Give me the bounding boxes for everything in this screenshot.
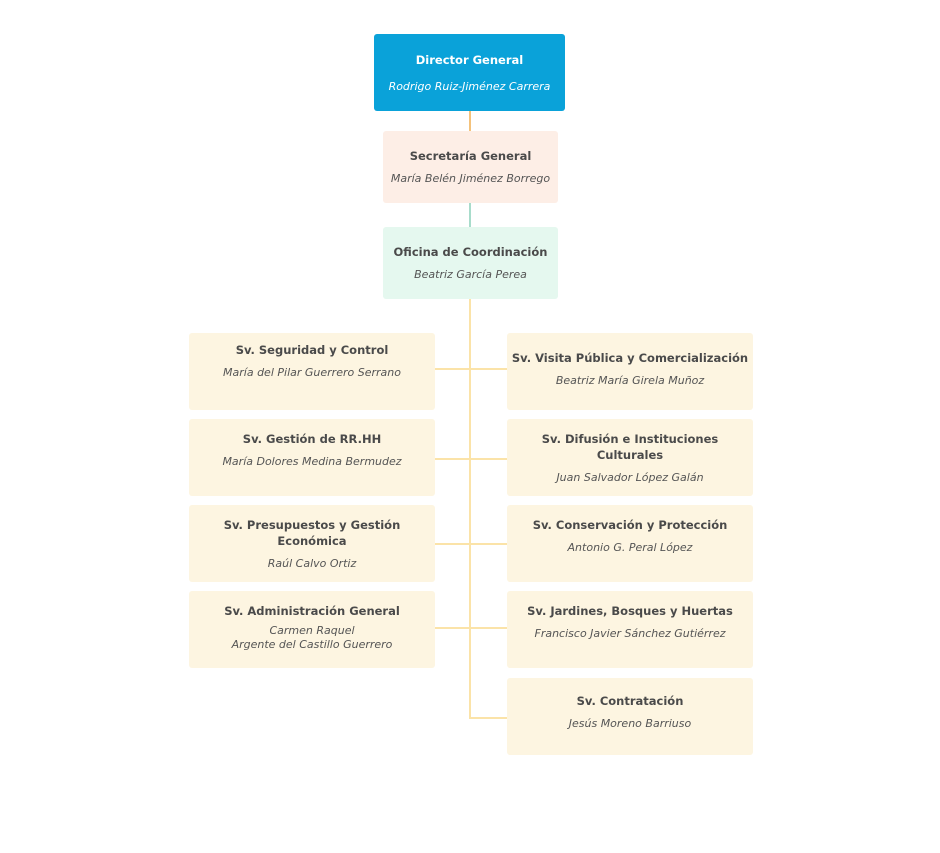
node-title: Director General <box>415 52 524 67</box>
node-title: Sv. Administración General <box>224 604 400 618</box>
node-title: Sv. Seguridad y Control <box>235 343 389 357</box>
service-node-jardines[interactable]: Sv. Jardines, Bosques y Huertas Francisc… <box>507 591 753 668</box>
node-person-line-1: Carmen Raquel <box>269 624 355 637</box>
node-person: Rodrigo Ruiz-Jiménez Carrera <box>388 79 551 93</box>
node-person: Raúl Calvo Ortiz <box>267 557 357 570</box>
node-title: Sv. Visita Pública y Comercialización <box>511 351 749 365</box>
service-node-rrhh[interactable]: Sv. Gestión de RR.HH María Dolores Medin… <box>189 419 435 496</box>
connector-branch-5 <box>470 717 508 719</box>
service-node-contratacion[interactable]: Sv. Contratación Jesús Moreno Barriuso <box>507 678 753 755</box>
node-person-line-2: Argente del Castillo Guerrero <box>231 638 393 651</box>
node-person: Beatriz García Perea <box>414 268 527 281</box>
secretaria-general-node[interactable]: Secretaría General María Belén Jiménez B… <box>383 131 558 203</box>
node-title: Sv. Presupuestos y Gestión Económica <box>223 518 401 548</box>
node-person: Francisco Javier Sánchez Gutiérrez <box>534 627 726 640</box>
service-node-seguridad[interactable]: Sv. Seguridad y Control María del Pilar … <box>189 333 435 410</box>
node-person: María del Pilar Guerrero Serrano <box>223 366 401 379</box>
connector-branch-4 <box>435 627 508 629</box>
node-title: Sv. Conservación y Protección <box>532 518 728 532</box>
service-node-conservacion[interactable]: Sv. Conservación y Protección Antonio G.… <box>507 505 753 582</box>
node-person: María Dolores Medina Bermudez <box>222 455 402 468</box>
node-person: Antonio G. Peral López <box>567 541 693 554</box>
node-person: Jesús Moreno Barriuso <box>568 717 692 730</box>
node-title: Sv. Contratación <box>576 694 684 708</box>
connector-branch-1 <box>435 368 508 370</box>
service-node-visita-publica[interactable]: Sv. Visita Pública y Comercialización Be… <box>507 333 753 410</box>
connector-main-trunk <box>469 299 471 719</box>
oficina-coordinacion-node[interactable]: Oficina de Coordinación Beatriz García P… <box>383 227 558 299</box>
director-general-node[interactable]: Director General Rodrigo Ruiz-Jiménez Ca… <box>374 34 565 111</box>
node-title: Sv. Jardines, Bosques y Huertas <box>527 604 733 618</box>
node-title: Sv. Gestión de RR.HH <box>242 432 382 446</box>
service-node-administracion[interactable]: Sv. Administración General Carmen Raquel… <box>189 591 435 668</box>
connector-director-secretaria <box>469 111 471 131</box>
node-title: Sv. Difusión e Instituciones Culturales <box>541 432 719 462</box>
node-title: Oficina de Coordinación <box>393 245 548 259</box>
node-title: Secretaría General <box>409 149 532 163</box>
service-node-presupuestos[interactable]: Sv. Presupuestos y Gestión Económica Raú… <box>189 505 435 582</box>
node-person: María Belén Jiménez Borrego <box>390 172 551 185</box>
connector-branch-2 <box>435 458 508 460</box>
node-person: Juan Salvador López Galán <box>556 471 704 484</box>
connector-branch-3 <box>435 543 508 545</box>
node-person: Beatriz María Girela Muñoz <box>555 374 705 387</box>
connector-secretaria-oficina <box>469 203 471 227</box>
service-node-difusion[interactable]: Sv. Difusión e Instituciones Culturales … <box>507 419 753 496</box>
